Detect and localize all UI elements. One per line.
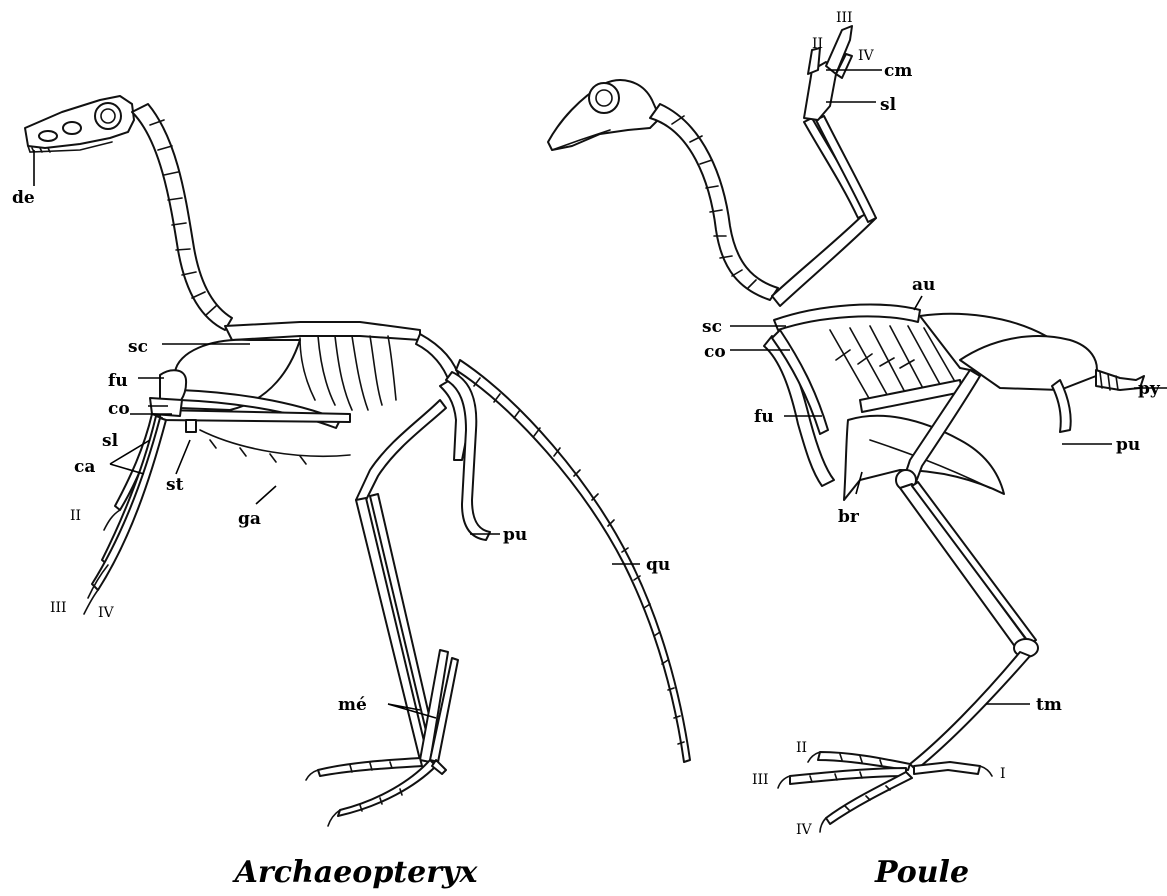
label-co-poule: co (704, 342, 726, 362)
archaeopteryx-neck (132, 104, 232, 330)
label-br: br (838, 507, 860, 527)
chicken-foot (778, 752, 992, 832)
archaeopteryx-hand (84, 414, 196, 614)
label-cm: cm (884, 61, 912, 81)
label-sc-archaeopteryx: sc (128, 337, 148, 357)
label-digit-iii-archaeopteryx: III (50, 600, 67, 616)
label-sl-poule: sl (880, 95, 897, 115)
archaeopteryx-skeleton (25, 96, 690, 826)
label-co-archaeopteryx: co (108, 399, 130, 419)
label-tm: tm (1036, 695, 1062, 715)
label-me: mé (338, 695, 367, 715)
label-foot-digit-iv: IV (796, 822, 813, 838)
archaeopteryx-shoulder (150, 370, 186, 416)
caption-archaeopteryx: Archaeopteryx (232, 855, 479, 890)
label-qu: qu (646, 555, 670, 575)
label-foot-digit-iii: III (752, 772, 769, 788)
chicken-neck (650, 104, 778, 300)
label-foot-digit-i: I (1000, 766, 1006, 782)
chicken-skull (548, 80, 660, 150)
label-foot-digit-ii: II (796, 740, 807, 756)
label-ga: ga (238, 509, 261, 529)
chicken-labels: III II IV cm sl au sc co fu py pu br tm … (702, 10, 1161, 838)
label-wing-digit-iii: III (836, 10, 853, 26)
archaeopteryx-labels: de sc fu co sl ca st ga pu qu mé II III … (12, 188, 670, 715)
label-pu-archaeopteryx: pu (503, 525, 527, 545)
chicken-shoulder (764, 330, 834, 486)
caption-poule: Poule (874, 855, 969, 890)
label-sc-poule: sc (702, 317, 722, 337)
label-wing-digit-iv: IV (858, 48, 875, 64)
label-fu-poule: fu (754, 407, 774, 427)
label-fu-archaeopteryx: fu (108, 371, 128, 391)
label-st: st (166, 475, 184, 495)
label-ca: ca (74, 457, 95, 477)
label-au: au (912, 275, 935, 295)
label-de: de (12, 188, 35, 208)
chicken-pelvis (960, 336, 1144, 432)
label-digit-ii-archaeopteryx: II (70, 508, 81, 524)
label-pu-poule: pu (1116, 435, 1140, 455)
label-wing-digit-ii: II (812, 36, 823, 52)
archaeopteryx-foot (306, 758, 446, 826)
chicken-wing (772, 26, 876, 306)
label-digit-iv-archaeopteryx: IV (98, 605, 115, 621)
label-sl-archaeopteryx: sl (102, 431, 119, 451)
archaeopteryx-pelvis (416, 334, 490, 540)
label-py: py (1138, 379, 1161, 399)
archaeopteryx-skull (25, 96, 134, 152)
